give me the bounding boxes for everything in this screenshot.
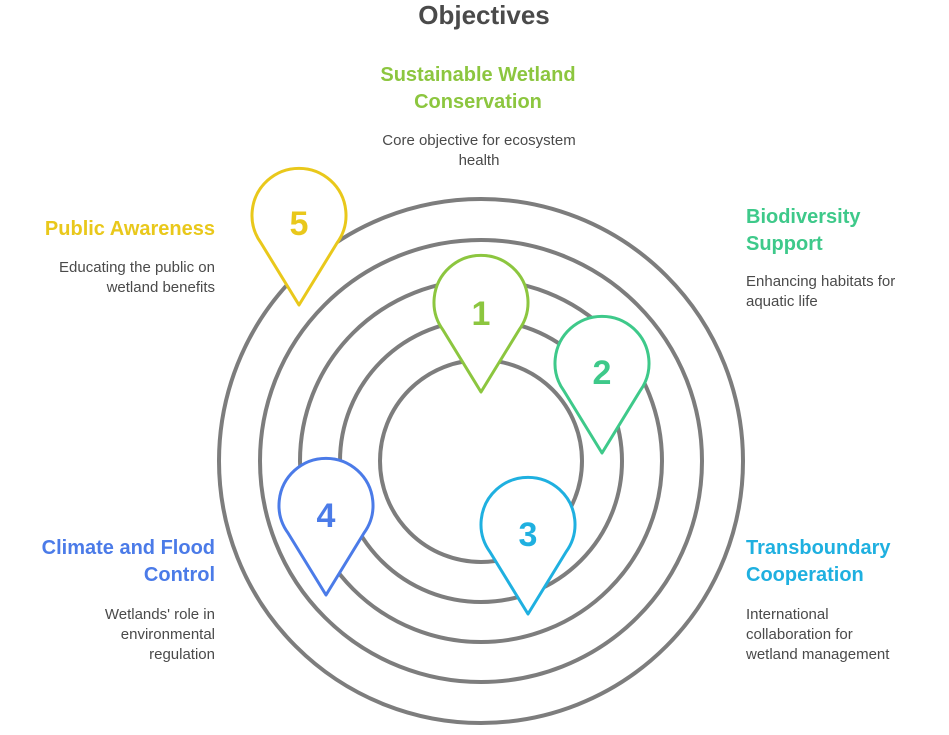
pin-marker-5: 5 [250,166,348,307]
objective-5-description: Educating the public on wetland benefits [59,259,215,296]
pin-number-4: 4 [317,497,336,535]
ring-outer [217,197,745,725]
objective-3-description: International collaboration for wetland … [746,606,890,663]
objective-3-title: Transboundary Cooperation [746,537,891,586]
objective-1-description: Core objective for ecosystem health [382,132,576,169]
pin-marker-4: 4 [277,456,375,597]
objective-4-description: Wetlands' role in environmental regulati… [104,606,215,663]
pin-marker-3: 3 [479,475,577,616]
pin-marker-2: 2 [553,314,651,455]
pin-number-1: 1 [472,295,491,333]
objective-1-title: Sustainable Wetland Conservation [380,64,576,113]
objective-5-title: Public Awareness [44,218,215,240]
ring-4 [258,238,704,684]
objective-2-description: Enhancing habitats for aquatic life [746,273,896,310]
diagram-title: Objectives [418,0,550,30]
pin-number-2: 2 [593,354,612,392]
objective-4-title: Climate and Flood Control [41,537,215,586]
pin-number-5: 5 [290,205,309,243]
pin-number-3: 3 [519,516,538,554]
objective-2-title: Biodiversity Support [746,206,861,255]
pin-marker-1: 1 [432,253,530,394]
